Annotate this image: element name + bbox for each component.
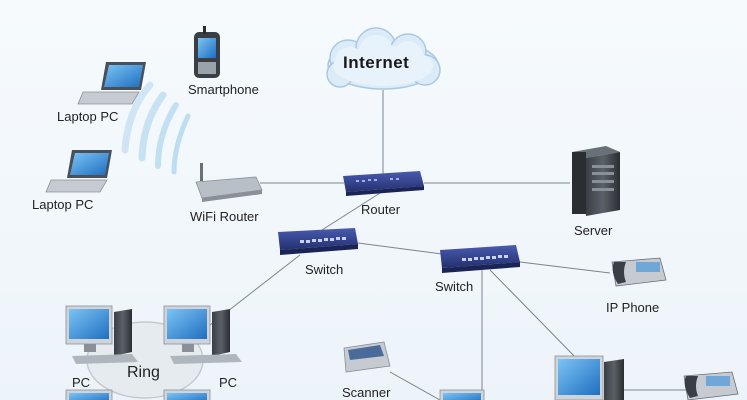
desktop-pc-icon <box>163 305 242 364</box>
router-icon <box>343 171 424 196</box>
scanner-label: Scanner <box>342 385 391 400</box>
smartphone-icon <box>194 26 220 78</box>
internet-label: Internet <box>343 53 410 72</box>
wifi-signal-icon <box>121 81 191 175</box>
link-router-switch1 <box>321 192 381 231</box>
desktop-pc-icon <box>65 305 138 364</box>
laptop-label: Laptop PC <box>32 197 94 212</box>
server-icon <box>572 146 620 216</box>
ip-phone-label: IP Phone <box>606 300 660 315</box>
switch-icon <box>440 245 520 273</box>
switch-icon <box>278 228 358 255</box>
desktop-pc-icon <box>65 389 113 400</box>
router-label: Router <box>361 202 401 217</box>
smartphone-label: Smartphone <box>188 82 259 97</box>
ring-label: Ring <box>127 364 160 381</box>
link-switch2-pc <box>489 269 581 363</box>
link-scanner <box>389 371 441 400</box>
server-label: Server <box>574 223 613 238</box>
laptop-icon <box>45 150 112 193</box>
laptop-icon <box>77 62 146 105</box>
ip-phone-icon <box>611 257 667 287</box>
scanner-icon <box>343 341 391 373</box>
link-switch2-ipphone <box>519 261 611 274</box>
switch-label: Switch <box>435 279 474 294</box>
connection-links <box>209 90 690 400</box>
switch-label: Switch <box>305 262 344 277</box>
internet-cloud-icon <box>326 27 441 90</box>
wifi-router-icon <box>195 163 263 202</box>
desktop-pc-icon <box>439 389 485 400</box>
pc-label: PC <box>219 375 238 390</box>
wifi-router-label: WiFi Router <box>190 209 259 224</box>
ip-phone-icon <box>683 371 739 400</box>
desktop-pc-icon <box>163 389 211 400</box>
desktop-pc-icon <box>554 355 624 400</box>
pc-label: PC <box>72 375 91 390</box>
link-switch1-switch2 <box>357 242 443 255</box>
laptop-label: Laptop PC <box>57 109 119 124</box>
